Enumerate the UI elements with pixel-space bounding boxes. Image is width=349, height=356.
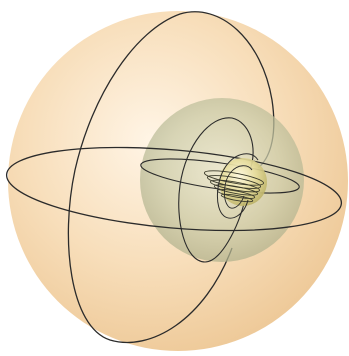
nested-spheres-diagram — [0, 0, 349, 356]
